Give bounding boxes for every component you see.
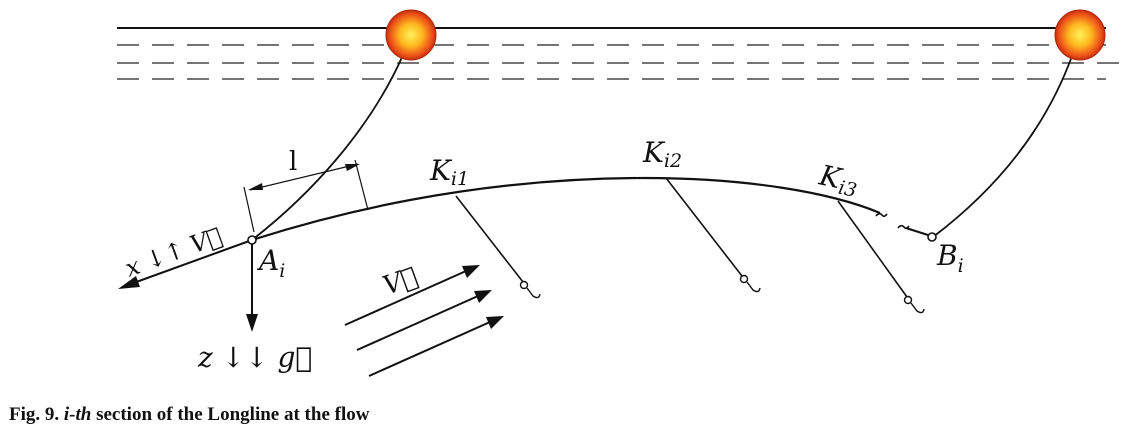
length-label: l — [289, 147, 297, 177]
flow-velocity-label: V⃗ — [379, 262, 422, 302]
buoy-right — [1054, 9, 1106, 61]
hook-label-k2: Ki2 — [642, 136, 682, 172]
point-a-label: Ai — [256, 244, 285, 282]
axis-x-label: x ↓↑ V⃗ — [121, 222, 225, 283]
branch-line-k2 — [665, 177, 743, 277]
fish-hook-icon — [739, 274, 761, 293]
caption-text: section of the Longline at the flow — [96, 404, 370, 425]
buoy-line-left — [251, 54, 404, 241]
x-axis-arrowhead — [118, 276, 140, 289]
branch-line-k1 — [455, 195, 524, 283]
flow-arrowhead — [462, 265, 480, 278]
caption-prefix: Fig. 9. — [9, 404, 60, 425]
buoy-left — [385, 9, 437, 61]
point-b-label: Bi — [936, 239, 964, 277]
hook-label-k1: Ki1 — [429, 154, 469, 190]
main-longline-break — [875, 212, 888, 218]
caption-italic: i-th — [63, 404, 92, 425]
buoy-line-right — [932, 55, 1073, 238]
flow-arrowhead — [474, 290, 492, 303]
point-b-marker — [927, 232, 937, 242]
figure-caption: Fig. 9. i-th section of the Longline at … — [9, 404, 369, 426]
main-longline — [251, 176, 881, 242]
flow-arrow — [344, 270, 467, 326]
fish-hook-icon — [903, 295, 925, 314]
x-axis — [127, 239, 253, 286]
branch-line-k3 — [837, 200, 908, 298]
main-longline-end — [905, 227, 929, 236]
hook-label-k3: Ki3 — [815, 158, 862, 202]
dimension-extension — [354, 159, 369, 211]
dimension-arrowhead — [248, 183, 263, 190]
flow-arrowhead — [486, 316, 504, 329]
point-a-marker — [247, 235, 257, 245]
dimension-line — [249, 163, 359, 191]
z-axis-arrowhead — [246, 314, 258, 332]
flow-arrow — [368, 321, 491, 377]
fish-hook-icon — [519, 280, 541, 299]
axis-z-label: z ↓↓ g⃗ — [197, 341, 312, 374]
flow-arrow — [356, 295, 479, 351]
dimension-extension — [243, 186, 255, 233]
dimension-arrowhead — [345, 164, 360, 171]
